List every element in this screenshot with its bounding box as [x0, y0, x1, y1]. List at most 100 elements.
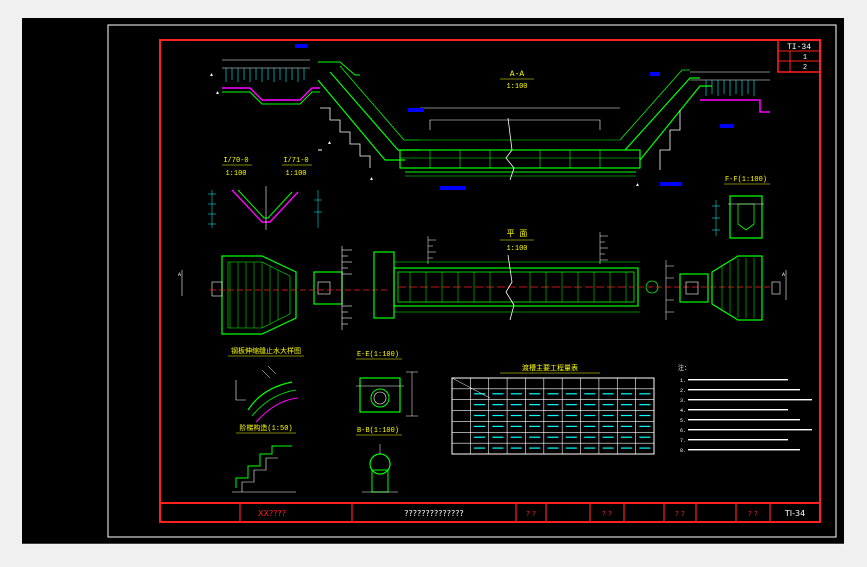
table-cell [492, 425, 504, 427]
table-cell [510, 436, 522, 438]
table-cell [474, 447, 486, 449]
small-sections-left: I/70-0 1:100 I/71-0 1:100 [208, 157, 322, 230]
table-cell [474, 425, 486, 427]
table-cell [584, 404, 596, 406]
table-cell [510, 425, 522, 427]
section-f: F-F(1:100) [712, 176, 770, 239]
table-cell [620, 393, 632, 395]
svg-text:A: A [782, 272, 785, 278]
table-cell [492, 436, 504, 438]
section-e: E-E(1:100) [356, 351, 418, 417]
table-cell [492, 414, 504, 417]
table-cell [584, 393, 596, 395]
title-block: XX???? ?????????????? ? ? ? ? ? ? ? ? TI… [159, 502, 821, 523]
table-grid-lines [452, 378, 654, 454]
revision-box: TI-34 1 2 [777, 39, 821, 73]
note-number: 1. [680, 378, 686, 384]
revision-2: 2 [803, 64, 807, 72]
note-number: 5. [680, 418, 686, 424]
note-number: 2. [680, 388, 686, 394]
detail-joint: 钢板伸缩缝止水大样图 [228, 346, 304, 423]
table-cell [602, 404, 614, 406]
table-cell [529, 425, 541, 427]
table-cell [474, 393, 486, 395]
note-line [688, 439, 788, 441]
drawing-number-top: TI-34 [787, 43, 811, 52]
plan-scale: 1:100 [506, 245, 527, 253]
svg-text:▲: ▲ [328, 140, 331, 146]
title-block-field-4: ? ? [748, 510, 758, 518]
table-cell [565, 414, 577, 417]
notes-block: 注： 1.2.3.4.5.6.7.8. [678, 364, 812, 454]
detail-step-title: 阶梯构造(1:50) [239, 423, 292, 433]
svg-text:A: A [178, 272, 181, 278]
table-cell [565, 404, 577, 406]
quantity-table: 渡槽主要工程量表 [451, 363, 655, 455]
svg-text:▲: ▲ [370, 176, 373, 182]
table-cell [602, 436, 614, 438]
note-line [688, 419, 800, 421]
table-cell [639, 414, 651, 417]
table-cell [529, 404, 541, 406]
table-cell [602, 414, 614, 417]
title-block-field-1: ? ? [526, 510, 536, 518]
table-cell [565, 436, 577, 438]
section-right-scale: 1:100 [285, 170, 306, 178]
table-cell [584, 414, 596, 417]
table-cell [620, 447, 632, 449]
section-a-elevation: A-A 1:100 ▲▲ ▲▲ ▲▲ [210, 44, 770, 190]
notes-heading: 注： [678, 364, 690, 372]
table-cell [584, 436, 596, 438]
table-cell [584, 425, 596, 427]
section-a-scale: 1:100 [506, 83, 527, 91]
model-space [22, 18, 844, 544]
table-cell-values [474, 393, 651, 449]
note-line [688, 379, 788, 381]
plan-view: A [178, 229, 787, 335]
svg-text:▲: ▲ [210, 72, 213, 78]
quantity-table-title: 渡槽主要工程量表 [522, 363, 578, 373]
note-line [688, 389, 800, 391]
table-cell [547, 447, 559, 449]
note-line [688, 429, 812, 431]
table-cell [565, 425, 577, 427]
table-cell [474, 404, 486, 406]
table-cell [620, 436, 632, 438]
table-cell [510, 393, 522, 395]
title-block-field-3: ? ? [675, 510, 685, 518]
table-cell [510, 414, 522, 417]
table-cell [529, 436, 541, 438]
note-number: 4. [680, 408, 686, 414]
table-cell [639, 393, 651, 395]
table-cell [639, 447, 651, 449]
table-cell [492, 393, 504, 395]
detail-joint-title: 钢板伸缩缝止水大样图 [231, 346, 301, 356]
section-left-scale: 1:100 [225, 170, 246, 178]
table-cell [620, 404, 632, 406]
title-block-designer: XX???? [258, 509, 286, 518]
table-cell [529, 414, 541, 417]
note-number: 6. [680, 428, 686, 434]
table-cell [602, 425, 614, 427]
left-dimension-ticks [225, 68, 305, 82]
section-b: B-B(1:100) [356, 427, 402, 493]
table-cell [510, 404, 522, 406]
note-line [688, 399, 812, 401]
table-cell [602, 393, 614, 395]
table-cell [492, 447, 504, 449]
table-cell [602, 447, 614, 449]
table-cell [510, 447, 522, 449]
detail-step: 阶梯构造(1:50) [232, 423, 296, 493]
section-b-title: B-B(1:100) [357, 427, 399, 435]
table-cell [620, 414, 632, 417]
gauge-ticks [427, 232, 674, 320]
table-cell [565, 393, 577, 395]
section-right-title: I/71-0 [283, 157, 308, 165]
table-cell [529, 447, 541, 449]
table-cell [492, 404, 504, 406]
note-line [688, 449, 800, 451]
svg-text:▲: ▲ [636, 182, 639, 188]
table-cell [547, 414, 559, 417]
